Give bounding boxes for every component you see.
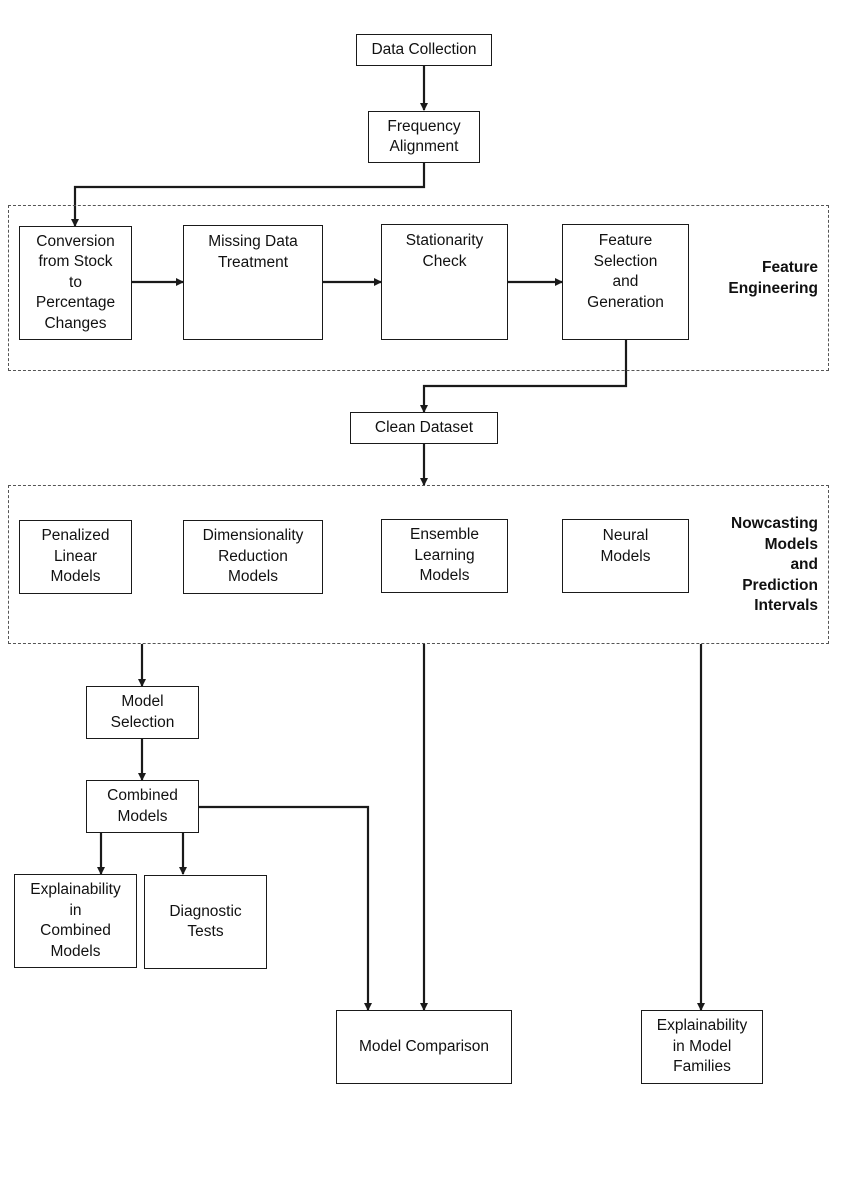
model-selection-node: Model Selection [86,686,199,739]
frequency-alignment-node: Frequency Alignment [368,111,480,163]
nowcasting-group [8,485,829,644]
arrow-alignment-to-conversion [71,162,426,227]
dimensionality-reduction-node: Dimensionality Reduction Models [183,520,323,594]
explainability-combined-node: Explainability in Combined Models [14,874,137,968]
stationarity-node: Stationarity Check [381,224,508,340]
feature-selection-node: Feature Selection and Generation [562,224,689,340]
arrow-combined-to-comparison [197,805,372,1011]
arrow-feature-to-clean [420,340,628,413]
combined-models-node: Combined Models [86,780,199,833]
penalized-linear-node: Penalized Linear Models [19,520,132,594]
missing-data-node: Missing Data Treatment [183,225,323,340]
model-comparison-node: Model Comparison [336,1010,512,1084]
ensemble-learning-node: Ensemble Learning Models [381,519,508,593]
diagnostic-tests-node: Diagnostic Tests [144,875,267,969]
clean-dataset-node: Clean Dataset [350,412,498,444]
feature-engineering-group [8,205,829,371]
conversion-node: Conversion from Stock to Percentage Chan… [19,226,132,340]
feature-engineering-label: Feature Engineering [728,259,818,297]
nowcasting-label: Nowcasting Models and Prediction Interva… [731,515,818,614]
data-collection-node: Data Collection [356,34,492,66]
neural-models-node: Neural Models [562,519,689,593]
explainability-families-node: Explainability in Model Families [641,1010,763,1084]
